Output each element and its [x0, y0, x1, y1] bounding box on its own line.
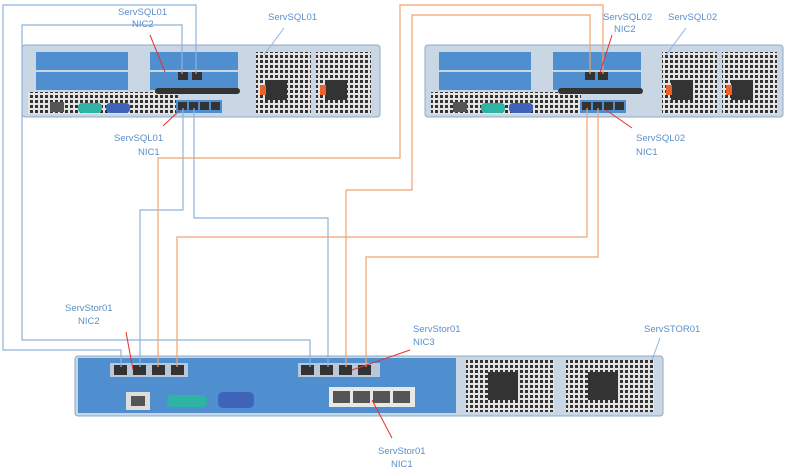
server-servsql01 — [21, 44, 381, 118]
link-sql01-nic1-b — [193, 108, 329, 367]
leader-sql02 — [665, 27, 687, 56]
nic2-card — [110, 363, 188, 377]
nic2-port-2 — [598, 72, 608, 80]
nic2-card — [150, 72, 238, 90]
label-servsql01: ServSQL01 — [268, 12, 317, 23]
label-sql02-nic1-port: NIC1 — [636, 147, 658, 158]
pointer-sql01-nic1 — [162, 109, 181, 127]
label-sql01-nic2-host: ServSQL01 — [118, 7, 167, 18]
nic1-onboard — [580, 100, 626, 113]
label-stor-nic1-host: ServStor01 — [378, 446, 426, 457]
pointer-stor-nic3 — [351, 349, 411, 371]
pointer-sql02-nic2 — [599, 34, 613, 74]
server-servsql02 — [424, 44, 784, 118]
pcie-slot-1 — [36, 52, 128, 70]
serial-port — [167, 395, 207, 407]
label-stor-nic3-host: ServStor01 — [413, 324, 461, 335]
vga-port — [218, 392, 254, 408]
label-stor-nic3-port: NIC3 — [413, 337, 435, 348]
link-sql01-nic1-a — [139, 108, 184, 367]
label-sql02-nic1-host: ServSQL02 — [636, 133, 685, 144]
nic2-port-1 — [178, 72, 188, 80]
pointer-sql02-nic1 — [605, 109, 633, 129]
label-stor-nic1-port: NIC1 — [391, 459, 413, 470]
label-stor-nic2-port: NIC2 — [78, 316, 100, 327]
leader-sql01 — [263, 27, 285, 56]
label-servstor01: ServSTOR01 — [644, 324, 700, 335]
label-sql01-nic2-port: NIC2 — [132, 19, 154, 30]
serial-port — [78, 103, 102, 113]
link-sql02-nic1-a — [176, 108, 588, 367]
pcie-slot-3 — [150, 52, 238, 70]
nic2-port-1 — [585, 72, 595, 80]
nic1-port-1 — [178, 102, 187, 110]
pointer-stor-nic2 — [125, 331, 134, 371]
label-sql02-nic2-host: ServSQL02 — [603, 12, 652, 23]
nic2-port-2 — [192, 72, 202, 80]
pointer-stor-nic1 — [371, 399, 393, 439]
link-sql01-nic2-b — [21, 24, 311, 367]
vga-port — [106, 103, 130, 113]
mgmt-port — [50, 102, 64, 112]
label-stor-nic2-host: ServStor01 — [65, 303, 113, 314]
server-servstor01 — [74, 355, 664, 417]
label-sql02-nic2-port: NIC2 — [614, 24, 636, 35]
leader-stor — [651, 337, 661, 361]
servsql01-links — [2, 4, 329, 367]
label-sql01-nic1-port: NIC1 — [138, 147, 160, 158]
nic1-port-2 — [189, 102, 198, 110]
nic2-card — [553, 72, 641, 90]
label-servsql02: ServSQL02 — [668, 12, 717, 23]
pointer-sql01-nic2 — [149, 34, 166, 73]
link-sql02-nic2-b — [345, 14, 591, 367]
link-sql02-nic2-a — [157, 4, 604, 367]
label-sql01-nic1-host: ServSQL01 — [114, 133, 163, 144]
servsql02-links — [157, 4, 604, 367]
link-sql01-nic2-a — [2, 4, 197, 367]
pcie-slot-2 — [36, 72, 128, 90]
nic1-onboard — [176, 100, 222, 113]
link-sql02-nic1-b — [365, 108, 599, 367]
